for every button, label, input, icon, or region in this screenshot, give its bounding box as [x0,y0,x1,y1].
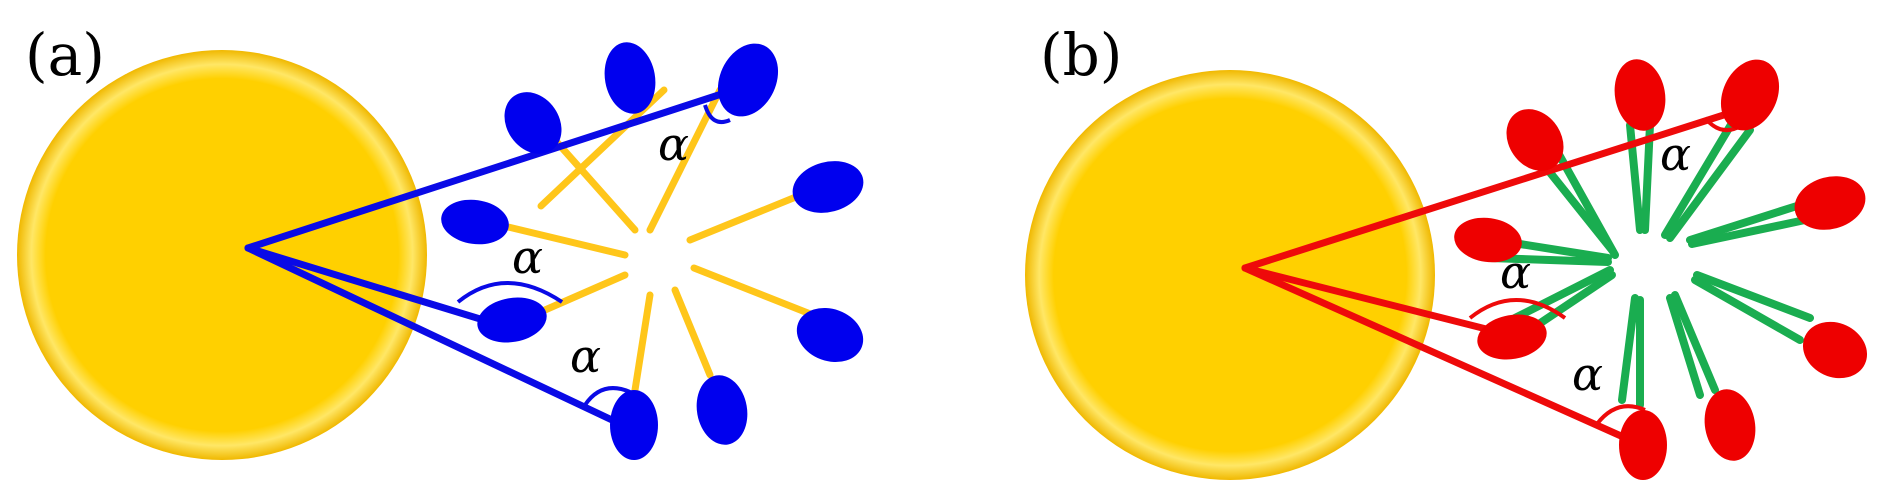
sphere [17,50,427,460]
head-4 [792,161,864,213]
head-8 [477,297,547,343]
angle-label-bottom: α [570,329,601,383]
head-1 [1506,109,1564,171]
axis-line-top [1241,101,1759,272]
tail-7 [541,271,629,314]
angle-label-top: α [658,117,689,171]
panel-b: (b) α α α [1025,21,1868,480]
panel-label-b: (b) [1040,21,1122,89]
tail-8b [1511,266,1614,322]
tail-2b [1641,121,1654,234]
head-2 [1614,59,1666,131]
head-4 [1794,176,1866,230]
angle-label-middle: α [512,230,543,284]
axis-lines [244,84,744,424]
tail-4 [690,264,822,321]
angle-arc-middle [456,281,564,304]
head-5 [796,307,864,363]
tail-8a [1526,271,1616,334]
axis-line-middle [1241,264,1514,339]
micelle-heads [1454,59,1868,480]
angle-arcs [456,104,731,407]
angle-label-bottom: α [1572,347,1603,401]
angle-label-middle: α [1500,245,1531,299]
head-7 [610,390,658,460]
head-3 [1720,59,1780,131]
tail-7b [1618,294,1639,404]
panel-label-a: (a) [25,21,105,89]
tail-3a [1661,114,1739,239]
head-6 [696,375,748,445]
head-9 [1454,217,1522,263]
head-5 [1802,321,1868,379]
sphere [1025,70,1435,480]
tail-9 [551,136,639,234]
angle-arc-bottom [1595,404,1646,426]
head-7 [1619,410,1667,480]
axis-line-bottom [1241,264,1634,444]
angle-arc-middle [1468,298,1567,320]
head-1 [504,92,562,154]
head-2 [604,42,656,114]
tail-1b [1548,138,1619,259]
angle-label-top: α [1660,127,1691,181]
axis-lines [1241,101,1759,444]
tail-3 [686,186,817,244]
micelle-heads [441,42,864,460]
tail-6 [631,291,654,394]
angle-arc-bottom [583,386,631,407]
tail-5 [671,286,714,379]
tail-6b [1666,294,1704,399]
head-8 [1477,314,1547,360]
panel-a: (a) α α α [17,21,864,460]
tail-8 [496,221,629,259]
head-3 [717,43,779,117]
axis-line-middle [244,244,494,326]
tail-4b [1688,216,1809,248]
angle-arc-top [703,104,731,125]
tail-4a [1686,201,1804,244]
tail-5a [1693,271,1814,322]
head-9 [441,199,509,245]
axis-line-top [244,84,744,252]
axis-line-bottom [244,244,616,424]
tail-5b [1691,276,1804,344]
tail-3b [1666,126,1754,242]
tail-6a [1671,291,1719,394]
head-6 [1704,389,1756,461]
